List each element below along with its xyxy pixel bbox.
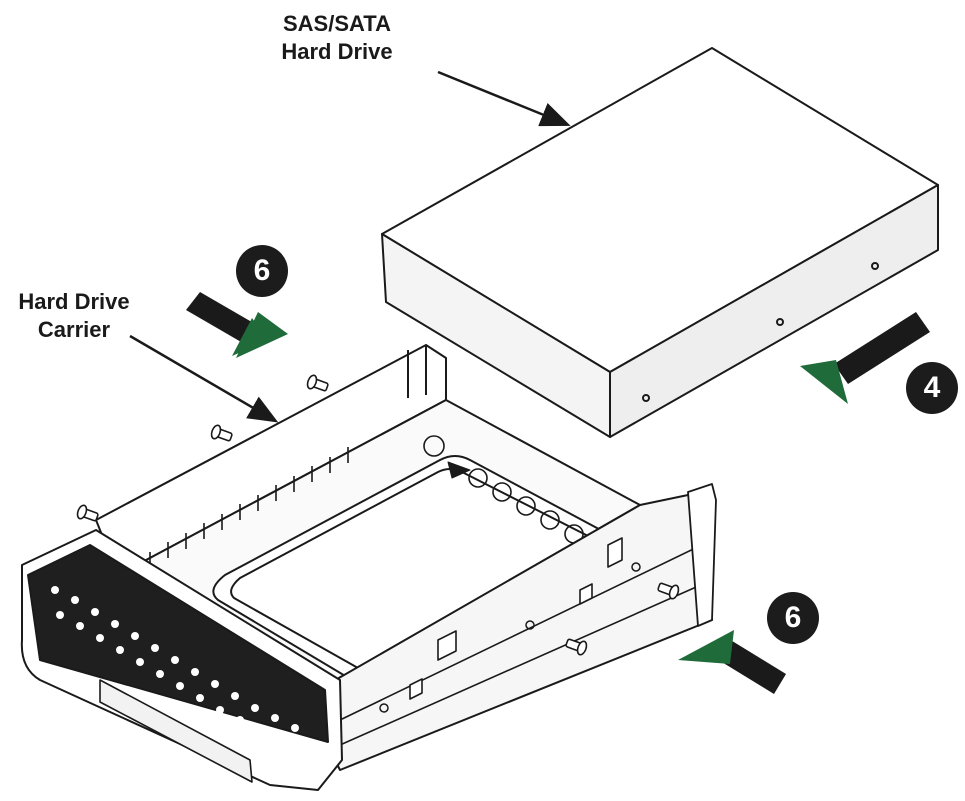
step-badge-6-top: 6 bbox=[236, 245, 288, 297]
carrier-label-line1: Hard Drive bbox=[18, 289, 130, 314]
carrier-label: Hard Drive Carrier bbox=[4, 288, 144, 344]
screw-icon bbox=[76, 374, 680, 656]
hard-drive-label: SAS/SATA Hard Drive bbox=[262, 10, 412, 66]
hard-drive-label-line2: Hard Drive bbox=[281, 39, 393, 64]
step-badge-4: 4 bbox=[906, 362, 958, 414]
hard-drive-label-line1: SAS/SATA bbox=[283, 11, 391, 36]
pointer-arrow-icon bbox=[129, 70, 571, 423]
hard-drive-icon bbox=[381, 47, 939, 438]
carrier-label-line2: Carrier bbox=[37, 317, 111, 342]
direction-arrow-icon bbox=[186, 292, 288, 358]
direction-arrow-icon bbox=[678, 630, 786, 694]
step-badge-6-bottom: 6 bbox=[767, 592, 819, 644]
direction-arrow-icon bbox=[800, 312, 930, 404]
drive-carrier-icon bbox=[20, 344, 717, 791]
